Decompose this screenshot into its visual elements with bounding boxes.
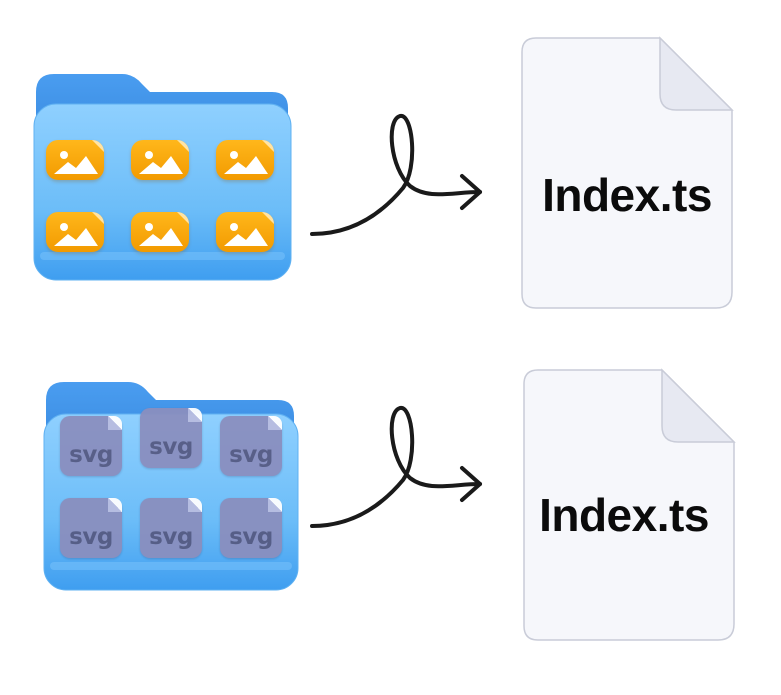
curly-arrow-icon (310, 114, 482, 236)
svg-file-icon: svg (220, 416, 282, 476)
svg-file-icon: svg (60, 416, 122, 476)
image-grid (46, 140, 274, 252)
image-icon (131, 212, 189, 252)
image-icon (216, 140, 274, 180)
svg-file-icon: svg (140, 408, 202, 468)
image-icon (216, 212, 274, 252)
image-icon (46, 140, 104, 180)
svg-file-icon: svg (140, 498, 202, 558)
document-icon: Index.ts (520, 36, 734, 310)
output-filename: Index.ts (539, 489, 709, 541)
image-icon (131, 140, 189, 180)
svg-file-icon: svg (60, 498, 122, 558)
row-svgs-to-index: svg svg svg svg svg svg Index.ts (0, 360, 781, 695)
image-icon (46, 212, 104, 252)
svg-file-icon: svg (220, 498, 282, 558)
curly-arrow-icon (310, 406, 482, 528)
output-filename: Index.ts (542, 169, 712, 221)
document-icon: Index.ts (522, 368, 736, 642)
svg-file-grid: svg svg svg svg svg svg (60, 408, 282, 558)
row-images-to-index: Index.ts (0, 0, 781, 340)
